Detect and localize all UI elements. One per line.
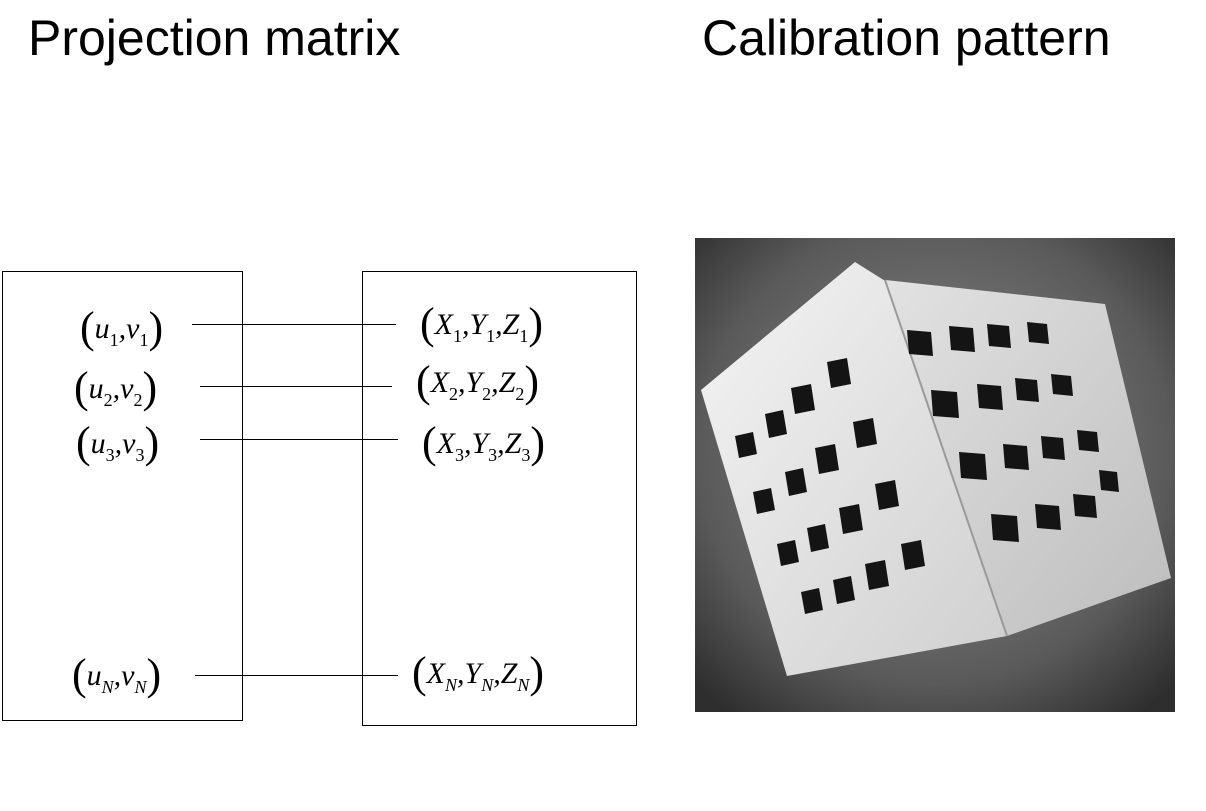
correspondence-line-n xyxy=(195,675,398,676)
image-point-1: (u1,v1) xyxy=(80,303,164,352)
correspondence-line-1 xyxy=(192,324,396,325)
correspondence-line-2 xyxy=(200,386,392,387)
world-point-2: (X2,Y2,Z2) xyxy=(416,357,540,406)
correspondence-line-3 xyxy=(200,439,398,440)
image-point-2: (u2,v2) xyxy=(74,363,158,412)
image-point-3: (u3,v3) xyxy=(76,418,160,467)
world-points-box xyxy=(362,271,637,726)
image-point-n: (uN,vN) xyxy=(72,650,162,699)
right-face-squares xyxy=(907,322,1119,542)
image-points-box xyxy=(2,271,243,721)
calibration-pattern-photo xyxy=(695,238,1175,712)
world-point-1: (X1,Y1,Z1) xyxy=(420,299,544,348)
world-point-3: (X3,Y3,Z3) xyxy=(422,418,546,467)
left-face-squares xyxy=(735,358,925,614)
title-calibration-pattern: Calibration pattern xyxy=(702,10,1111,66)
world-point-n: (XN,YN,ZN) xyxy=(412,648,545,697)
title-projection-matrix: Projection matrix xyxy=(28,10,401,66)
pattern-fold-edge xyxy=(884,279,1008,637)
